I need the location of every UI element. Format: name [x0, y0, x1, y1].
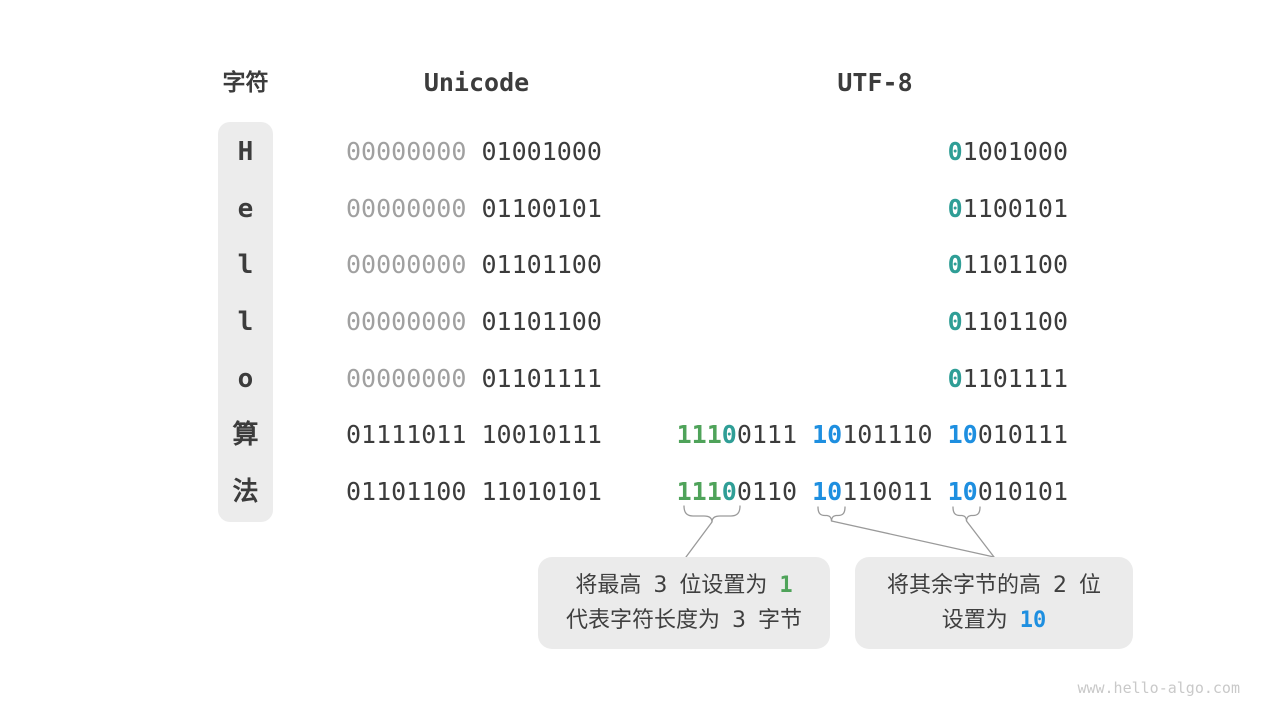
utf8-payload-bits: 0111 — [736, 420, 798, 450]
unicode-high-byte: 00000000 — [346, 250, 467, 280]
callout-line: 将最高 3 位设置为 1 — [575, 568, 792, 603]
connector-line-left — [685, 521, 713, 558]
utf8-cell: 01101100 — [948, 294, 1068, 351]
table-row: 法 01101100 11010101 11100110 10110011 10… — [0, 464, 1280, 521]
utf8-prefix-bit: 0 — [947, 306, 963, 336]
unicode-low-byte: 01101100 — [481, 306, 602, 336]
table-row: l 00000000 01101100 01101100 — [0, 294, 1280, 351]
watermark: www.hello-algo.com — [1077, 679, 1240, 697]
unicode-low-byte: 11010101 — [481, 476, 602, 506]
unicode-high-byte: 01111011 — [346, 420, 467, 450]
character-cell: o — [237, 363, 254, 394]
utf8-cell: 01101111 — [948, 351, 1068, 408]
table-row: e 00000000 01100101 01100101 — [0, 181, 1280, 238]
unicode-cell: 00000000 01101111 — [346, 351, 602, 408]
callout-text: 将最高 3 位设置为 — [575, 573, 768, 598]
character-cell: H — [237, 137, 254, 167]
utf8-payload-bits: 010111 — [977, 420, 1068, 450]
utf8-cell: 01100101 — [948, 181, 1068, 238]
callout-line: 设置为 10 — [942, 603, 1047, 638]
character-cell: 法 — [232, 476, 259, 507]
character-cell: e — [237, 193, 254, 224]
callout-line: 代表字符长度为 3 字节 — [566, 608, 802, 633]
utf8-cell: 11100110 10110011 10010101 — [677, 464, 1068, 521]
unicode-low-byte: 01100101 — [481, 193, 602, 223]
callout-text: 设置为 — [941, 608, 1008, 633]
unicode-low-byte: 01001000 — [481, 137, 602, 166]
callout-line: 将其余字节的高 2 位 — [887, 573, 1101, 598]
unicode-cell: 00000000 01001000 — [346, 124, 602, 181]
column-header-unicode: Unicode — [423, 68, 530, 97]
utf8-terminator-bit: 0 — [721, 420, 737, 450]
utf8-cell: 11100111 10101110 10010111 — [677, 407, 1068, 464]
callout-value: 1 — [779, 573, 793, 598]
utf8-payload-bits: 0110 — [736, 476, 798, 506]
column-header-character: 字符 — [222, 70, 269, 96]
utf8-payload-bits: 110011 — [842, 476, 933, 506]
utf8-payload-bits: 1101100 — [962, 250, 1068, 280]
unicode-cell: 00000000 01101100 — [346, 237, 602, 294]
character-cell: 算 — [232, 420, 259, 451]
utf8-payload-bits: 101110 — [842, 420, 933, 450]
table-row: H 00000000 01001000 01001000 — [0, 124, 1280, 181]
utf8-continuation-prefix: 10 — [812, 476, 843, 506]
utf8-continuation-prefix: 10 — [812, 420, 843, 450]
utf8-payload-bits: 1101111 — [962, 363, 1068, 393]
utf8-prefix-bit: 0 — [947, 193, 963, 223]
table-row: o 00000000 01101111 01101111 — [0, 351, 1280, 408]
unicode-cell: 01111011 10010111 — [346, 407, 602, 464]
character-cell: l — [237, 250, 254, 281]
connector-line-right-1 — [830, 520, 995, 558]
unicode-low-byte: 01101100 — [481, 250, 602, 280]
utf8-continuation-prefix: 10 — [947, 476, 978, 506]
unicode-high-byte: 00000000 — [346, 137, 467, 166]
table-row: 算 01111011 10010111 11100111 10101110 10… — [0, 407, 1280, 464]
callout-value: 10 — [1019, 608, 1047, 633]
unicode-cell: 00000000 01101100 — [346, 294, 602, 351]
utf8-cell: 01101100 — [948, 237, 1068, 294]
utf8-prefix-bit: 0 — [947, 250, 963, 280]
utf8-payload-bits: 010101 — [977, 476, 1068, 506]
utf8-payload-bits: 1100101 — [962, 193, 1068, 223]
callout-continuation-bits: 将其余字节的高 2 位 设置为 10 — [855, 557, 1133, 649]
utf8-terminator-bit: 0 — [721, 476, 737, 506]
utf8-length-bits: 111 — [676, 420, 722, 450]
utf8-continuation-prefix: 10 — [947, 420, 978, 450]
unicode-cell: 01101100 11010101 — [346, 464, 602, 521]
column-header-utf8: UTF-8 — [837, 68, 913, 97]
utf8-length-bits: 111 — [676, 476, 722, 506]
callout-header-bits: 将最高 3 位设置为 1 代表字符长度为 3 字节 — [538, 557, 830, 649]
utf8-prefix-bit: 0 — [947, 137, 963, 166]
utf8-cell: 01001000 — [948, 124, 1068, 181]
unicode-high-byte: 00000000 — [346, 363, 467, 393]
unicode-low-byte: 01101111 — [481, 363, 602, 393]
character-column-background — [218, 122, 273, 522]
unicode-cell: 00000000 01100101 — [346, 181, 602, 238]
utf8-payload-bits: 1101100 — [962, 306, 1068, 336]
utf8-payload-bits: 1001000 — [962, 137, 1068, 166]
unicode-high-byte: 01101100 — [346, 476, 467, 506]
utf8-prefix-bit: 0 — [947, 363, 963, 393]
unicode-low-byte: 10010111 — [481, 420, 602, 450]
unicode-high-byte: 00000000 — [346, 193, 467, 223]
table-row: l 00000000 01101100 01101100 — [0, 237, 1280, 294]
encoding-table: H 00000000 01001000 01001000 e 00000000 … — [0, 124, 1280, 521]
connector-line-right-2 — [965, 520, 995, 558]
unicode-high-byte: 00000000 — [346, 306, 467, 336]
character-cell: l — [237, 306, 254, 337]
